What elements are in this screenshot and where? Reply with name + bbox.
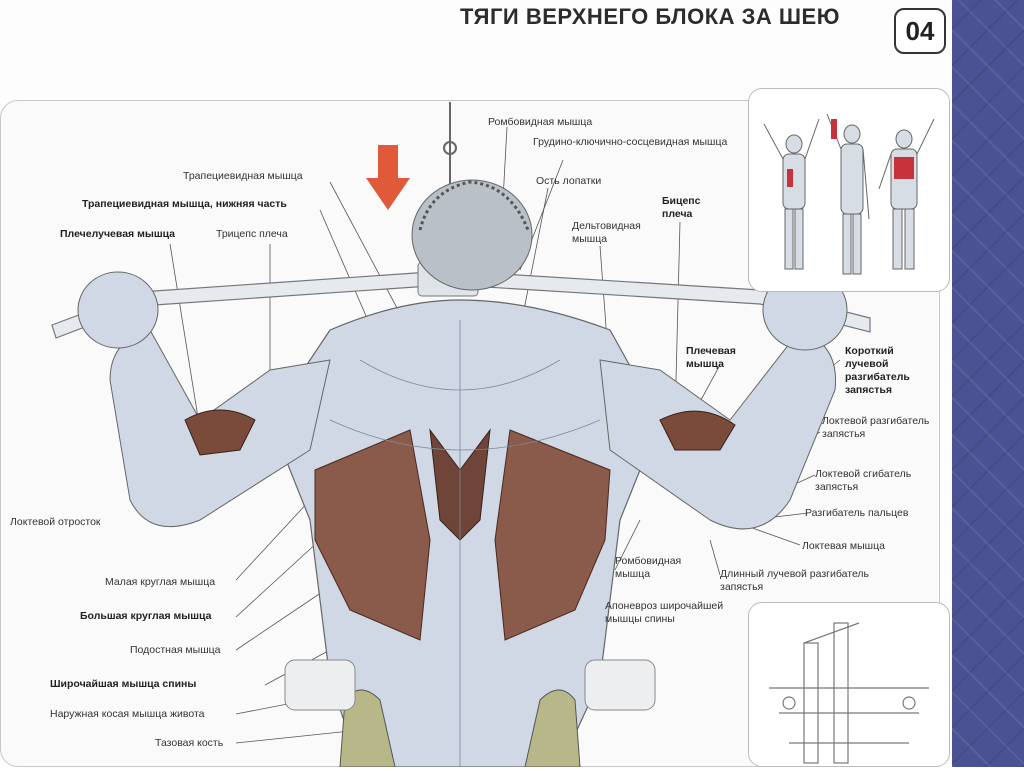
slide: ТЯГИ ВЕРХНЕГО БЛОКА ЗА ШЕЮ 04 (0, 4, 950, 767)
label-brachioradialis: Плечелучевая мышца (60, 228, 176, 240)
label-infraspinatus: Подостная мышца (130, 644, 221, 656)
page-title: ТЯГИ ВЕРХНЕГО БЛОКА ЗА ШЕЮ (460, 4, 840, 29)
left-brachialis (184, 409, 256, 456)
label-rhomboid: Ромбовидная мышца (615, 555, 682, 580)
seat-right (584, 659, 656, 711)
label-deltoid: Дельтовидная мышца (572, 220, 641, 245)
label-biceps: Бицепс плеча (662, 195, 701, 220)
cable-machine-image (769, 622, 929, 764)
label-long-radial-extensor: Длинный лучевой разгибатель запястья (720, 568, 870, 593)
label-aponeurosis: Апоневроз широчайшей мышцы спины (605, 600, 724, 625)
left-lat-muscle (314, 429, 431, 641)
left-hand (77, 271, 159, 349)
label-ulnar-flexor: Локтевой сгибатель запястья (815, 468, 912, 493)
label-latissimus: Широчайшая мышца спины (50, 678, 197, 690)
head (411, 179, 533, 291)
label-brachialis: Плечевая мышца (686, 345, 736, 370)
label-teres-minor: Малая круглая мышца (105, 576, 216, 588)
inset-muscle-overview (748, 88, 950, 292)
label-anconeus: Локтевая мышца (802, 540, 885, 552)
figures-overview-image (763, 113, 935, 275)
label-olecranon: Локтевой отросток (10, 516, 101, 528)
label-triceps: Трицепс плеча (216, 228, 288, 240)
label-ulnar-extensor: Локтевой разгибатель запястья (822, 415, 930, 440)
label-teres-major: Большая круглая мышца (80, 610, 212, 622)
right-brachialis (659, 410, 736, 451)
label-trapezius-lower: Трапециевидная мышца, нижняя часть (82, 198, 287, 210)
label-finger-extensor: Разгибатель пальцев (805, 507, 909, 519)
seat-left (284, 659, 356, 711)
label-trapezius: Трапециевидная мышца (183, 170, 303, 182)
label-sternocleidomastoid: Грудино-ключично-сосцевидная мышца (533, 136, 728, 148)
right-lat-muscle (494, 429, 611, 641)
decorative-side-strip (952, 0, 1024, 767)
label-scapular-spine: Ость лопатки (536, 175, 602, 187)
anatomy-illustration (51, 102, 871, 767)
label-external-oblique: Наружная косая мышца живота (50, 708, 205, 720)
inset-machine (748, 602, 950, 767)
page-number-badge: 04 (894, 8, 946, 54)
label-pelvis: Тазовая кость (155, 737, 224, 749)
highlight-back (894, 157, 914, 179)
label-short-radial-extensor: Короткий лучевой разгибатель запястья (845, 345, 910, 396)
down-arrow-icon (366, 145, 410, 210)
label-rhomboid-top: Ромбовидная мышца (488, 116, 593, 128)
